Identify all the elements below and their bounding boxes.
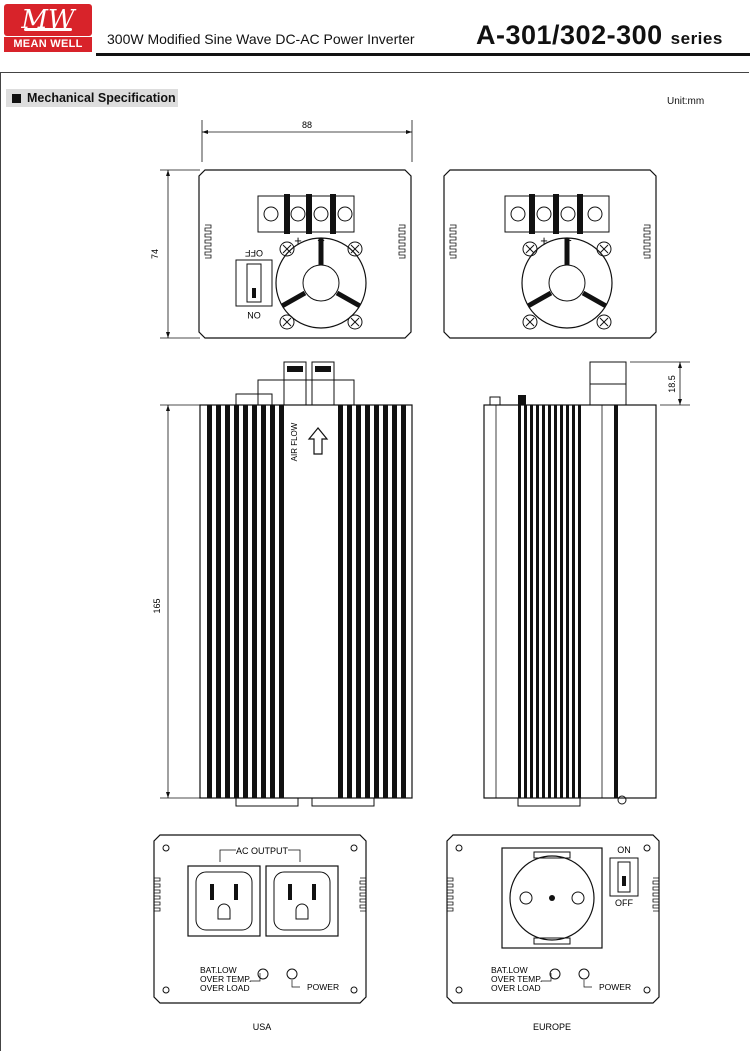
- section-title: Mechanical Specification: [6, 89, 178, 107]
- rear-view-usa: AC OUTPUT BAT.LOW OVER TEMP. OVER LOAD P…: [153, 834, 367, 1032]
- drawing-frame: [0, 72, 749, 1051]
- front-view-right: + −: [443, 169, 657, 339]
- power-label: POWER: [307, 982, 339, 992]
- unit-label: Unit:mm: [667, 96, 705, 107]
- length-dimension: 165: [152, 598, 162, 613]
- over-load-label-eu: OVER LOAD: [491, 983, 541, 993]
- front-view-left: 88 74 + − OFF ON: [150, 120, 413, 339]
- top-view-left: 165 AIR FLOW: [152, 361, 413, 807]
- over-load-label: OVER LOAD: [200, 983, 250, 993]
- switch-label-off-flipped: OFF: [245, 248, 263, 258]
- rear-view-europe: ON OFF BAT.LOW OVER TEMP. OVER LOAD POWE…: [446, 834, 660, 1032]
- side-view-right: 18.5: [483, 361, 690, 807]
- europe-caption: EUROPE: [533, 1022, 571, 1032]
- protrusion-dimension: 18.5: [667, 375, 677, 393]
- series-title: A-301/302-300 series: [476, 20, 723, 50]
- over-temp-label: OVER TEMP.: [200, 974, 251, 984]
- ac-output-label: AC OUTPUT: [236, 846, 289, 856]
- height-dimension: 74: [150, 249, 160, 259]
- positive-terminal-label: +: [294, 233, 302, 248]
- power-label-eu: POWER: [599, 982, 631, 992]
- airflow-label: AIR FLOW: [290, 422, 299, 461]
- bat-low-label-eu: BAT.LOW: [491, 965, 528, 975]
- document-subtitle: 300W Modified Sine Wave DC-AC Power Inve…: [107, 31, 415, 47]
- switch-off-label: OFF: [615, 898, 633, 908]
- width-dimension: 88: [302, 120, 312, 130]
- header-rule: [96, 53, 750, 56]
- switch-on-label: ON: [617, 845, 631, 855]
- usa-caption: USA: [253, 1022, 272, 1032]
- switch-label-on-flipped: ON: [247, 310, 261, 320]
- over-temp-label-eu: OVER TEMP.: [491, 974, 542, 984]
- positive-terminal-label-2: +: [540, 233, 548, 248]
- mean-well-logo: MW MEAN WELL: [4, 4, 92, 52]
- bat-low-label: BAT.LOW: [200, 965, 237, 975]
